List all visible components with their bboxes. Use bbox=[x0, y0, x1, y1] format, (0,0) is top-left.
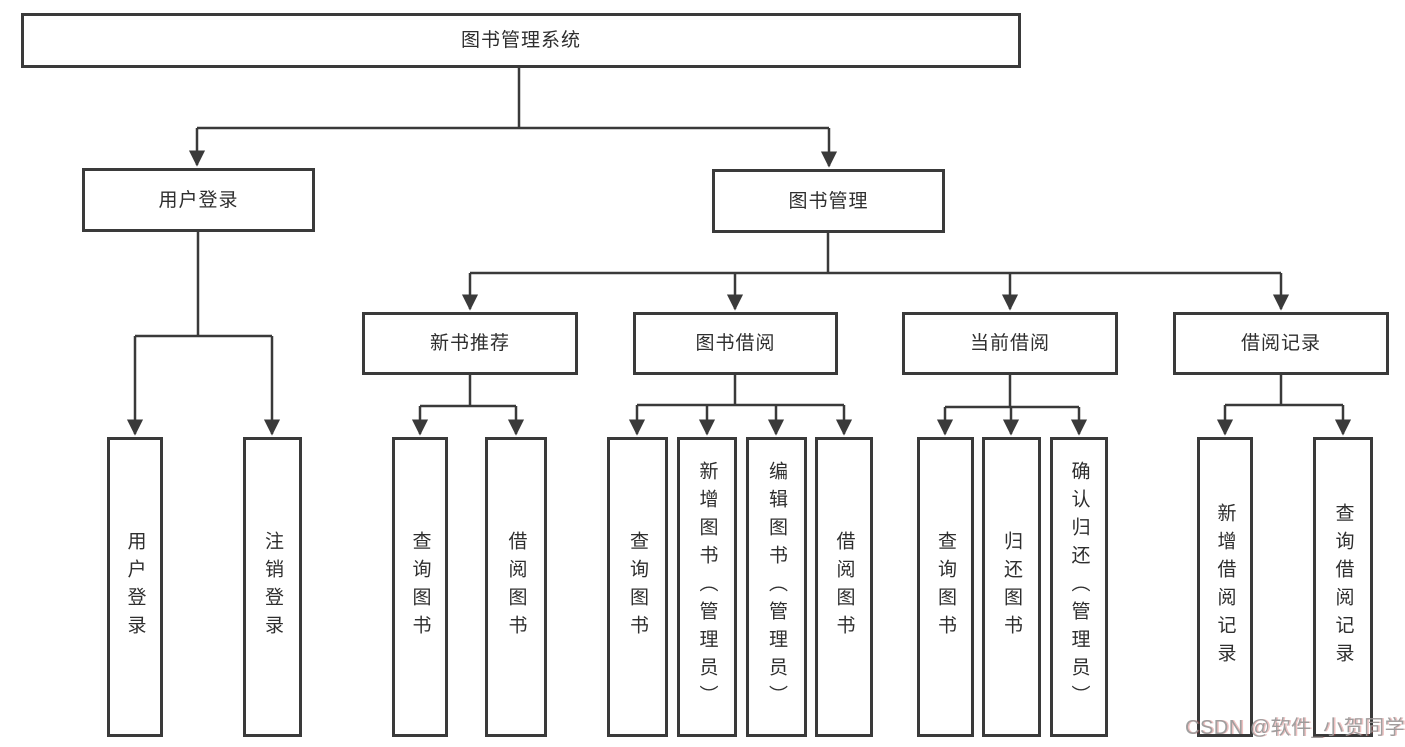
leaf-label: 用户登录 bbox=[124, 531, 146, 643]
node-label: 图书借阅 bbox=[695, 333, 776, 354]
leaf-label: 查询图书 bbox=[409, 531, 431, 643]
leaf-confirm-return-admin: 确认归还（管理员） bbox=[1050, 437, 1108, 737]
leaf-query-books: 查询图书 bbox=[917, 437, 974, 737]
node-root-system: 图书管理系统 bbox=[21, 13, 1021, 68]
leaf-label: 借阅图书 bbox=[833, 531, 855, 643]
node-label: 图书管理 bbox=[788, 190, 869, 212]
node-user-login: 用户登录 bbox=[82, 168, 315, 232]
node-book-borrow: 图书借阅 bbox=[633, 312, 838, 375]
leaf-label: 查询图书 bbox=[627, 531, 648, 643]
node-new-book-recommend: 新书推荐 bbox=[362, 312, 578, 375]
node-book-management: 图书管理 bbox=[712, 169, 945, 233]
node-label: 当前借阅 bbox=[969, 333, 1050, 354]
leaf-logout: 注销登录 bbox=[243, 437, 302, 737]
leaf-label: 注销登录 bbox=[262, 531, 283, 643]
node-label: 用户登录 bbox=[158, 189, 239, 211]
leaf-user-login: 用户登录 bbox=[107, 437, 163, 737]
leaf-query-books: 查询图书 bbox=[607, 437, 668, 737]
leaf-return-books: 归还图书 bbox=[982, 437, 1041, 737]
leaf-label: 编辑图书（管理员） bbox=[766, 461, 787, 713]
leaf-label: 归还图书 bbox=[1001, 531, 1022, 643]
leaf-add-borrow-record: 新增借阅记录 bbox=[1197, 437, 1253, 737]
leaf-query-borrow-record: 查询借阅记录 bbox=[1313, 437, 1373, 737]
leaf-borrow-books: 借阅图书 bbox=[485, 437, 547, 737]
leaf-edit-books-admin: 编辑图书（管理员） bbox=[746, 437, 807, 737]
leaf-label: 新增图书（管理员） bbox=[696, 461, 718, 713]
leaf-add-books-admin: 新增图书（管理员） bbox=[677, 437, 737, 737]
leaf-label: 确认归还（管理员） bbox=[1068, 461, 1090, 713]
leaf-label: 查询图书 bbox=[935, 531, 956, 643]
leaf-label: 新增借阅记录 bbox=[1214, 503, 1236, 671]
node-label: 借阅记录 bbox=[1240, 333, 1321, 354]
leaf-query-books: 查询图书 bbox=[392, 437, 448, 737]
node-current-borrow: 当前借阅 bbox=[902, 312, 1118, 375]
leaf-label: 借阅图书 bbox=[505, 531, 527, 643]
node-borrow-records: 借阅记录 bbox=[1173, 312, 1389, 375]
node-label: 新书推荐 bbox=[429, 333, 510, 354]
leaf-label: 查询借阅记录 bbox=[1332, 503, 1354, 671]
node-label: 图书管理系统 bbox=[460, 30, 581, 51]
leaf-borrow-books: 借阅图书 bbox=[815, 437, 873, 737]
csdn-watermark: CSDN @软件_小贺同学 bbox=[1185, 717, 1405, 739]
